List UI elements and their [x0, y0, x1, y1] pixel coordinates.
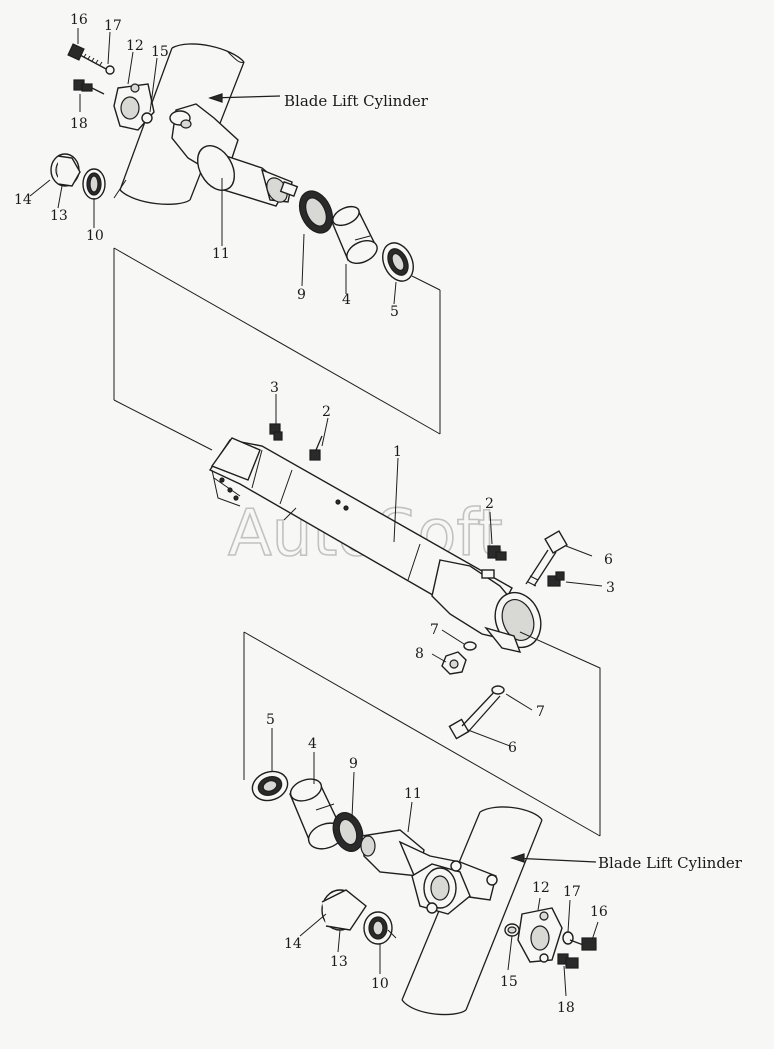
bottom-ring-10 [363, 911, 393, 945]
callout-top-13: 13 [50, 208, 68, 224]
callout-top-18: 18 [70, 116, 88, 132]
callout-top-11: 11 [212, 246, 230, 262]
main-tube-1 [208, 437, 542, 653]
bolt-6-lower [448, 689, 501, 740]
callout-bot-15: 15 [500, 974, 518, 990]
bottom-cylinder-leader [511, 857, 597, 863]
callout-top-14: 14 [14, 192, 32, 208]
top-trunnion-11 [169, 103, 299, 207]
top-fitting-18 [73, 79, 105, 95]
callout-bot-9: 9 [349, 756, 358, 772]
nut-8 [441, 651, 467, 675]
top-ring-5 [382, 242, 414, 282]
callout-top-9: 9 [297, 287, 306, 303]
top-cylinder-arrow [208, 93, 223, 103]
bottom-guide-lines [243, 631, 601, 837]
callout-top-15: 15 [151, 44, 169, 60]
callout-bot-5: 5 [266, 712, 275, 728]
fitting-3-top [269, 423, 283, 441]
top-guide-lines [113, 247, 441, 451]
bottom-bushing-14 [321, 889, 367, 931]
bottom-seal-9 [332, 812, 364, 852]
callout-mid-1: 1 [393, 444, 402, 460]
top-cylinder-label: Blade Lift Cylinder [284, 92, 429, 110]
bottom-cap-12 [517, 907, 563, 963]
callout-mid-7: 7 [430, 622, 439, 638]
fitting-2-top [309, 435, 323, 461]
callout-mid-6: 6 [604, 552, 613, 568]
callout-mid-3: 3 [270, 380, 279, 396]
top-bushing-14 [50, 153, 81, 187]
bottom-washer-17 [562, 931, 574, 945]
callout-mid-7b: 7 [536, 704, 545, 720]
washer-7-lower [491, 685, 505, 695]
top-seal-9 [298, 190, 334, 234]
bottom-trunnion-11 [360, 829, 498, 915]
callout-mid-2: 2 [322, 404, 331, 420]
callout-bot-16: 16 [590, 904, 608, 920]
middle-leaders [275, 394, 603, 747]
bottom-cylinder-label: Blade Lift Cylinder [598, 854, 743, 872]
callout-mid-6b: 6 [508, 740, 517, 756]
washer-7-upper [463, 641, 477, 651]
top-bolt-16 [67, 43, 115, 75]
callout-bot-12: 12 [532, 880, 550, 896]
top-bushing-4 [331, 205, 378, 265]
callout-mid-3b: 3 [606, 580, 615, 596]
callout-bot-11: 11 [404, 786, 422, 802]
bottom-cylinder-arrow [510, 853, 525, 863]
callout-top-17: 17 [104, 18, 122, 34]
callout-bot-10: 10 [371, 976, 389, 992]
callout-bot-4: 4 [308, 736, 317, 752]
bottom-ring-5 [251, 770, 289, 802]
top-assembly: Blade Lift Cylinder 16 17 12 15 18 14 13… [14, 12, 429, 320]
bottom-bolt-16 [569, 937, 597, 951]
bottom-bushing-15 [504, 923, 520, 937]
callout-bot-18: 18 [557, 1000, 575, 1016]
fitting-3-right [547, 571, 565, 587]
callout-mid-2b: 2 [485, 496, 494, 512]
bottom-fitting-18 [557, 953, 579, 969]
bottom-cylinder-tube [401, 806, 543, 1016]
callout-mid-8: 8 [415, 646, 424, 662]
callout-top-5: 5 [390, 304, 399, 320]
top-leaders [29, 28, 397, 305]
callout-top-16: 16 [70, 12, 88, 28]
top-cap-12 [113, 83, 155, 131]
callout-bot-17: 17 [563, 884, 581, 900]
bottom-leaders [271, 728, 599, 997]
top-ring-10 [82, 168, 106, 200]
fitting-2-right [487, 545, 507, 561]
callout-top-12: 12 [126, 38, 144, 54]
callout-bot-13: 13 [330, 954, 348, 970]
callout-top-4: 4 [342, 292, 351, 308]
bottom-assembly: Blade Lift Cylinder 5 4 9 11 12 17 16 14… [251, 712, 743, 1016]
bolt-6-upper [525, 530, 568, 587]
callout-bot-14: 14 [284, 936, 302, 952]
callout-top-10: 10 [86, 228, 104, 244]
